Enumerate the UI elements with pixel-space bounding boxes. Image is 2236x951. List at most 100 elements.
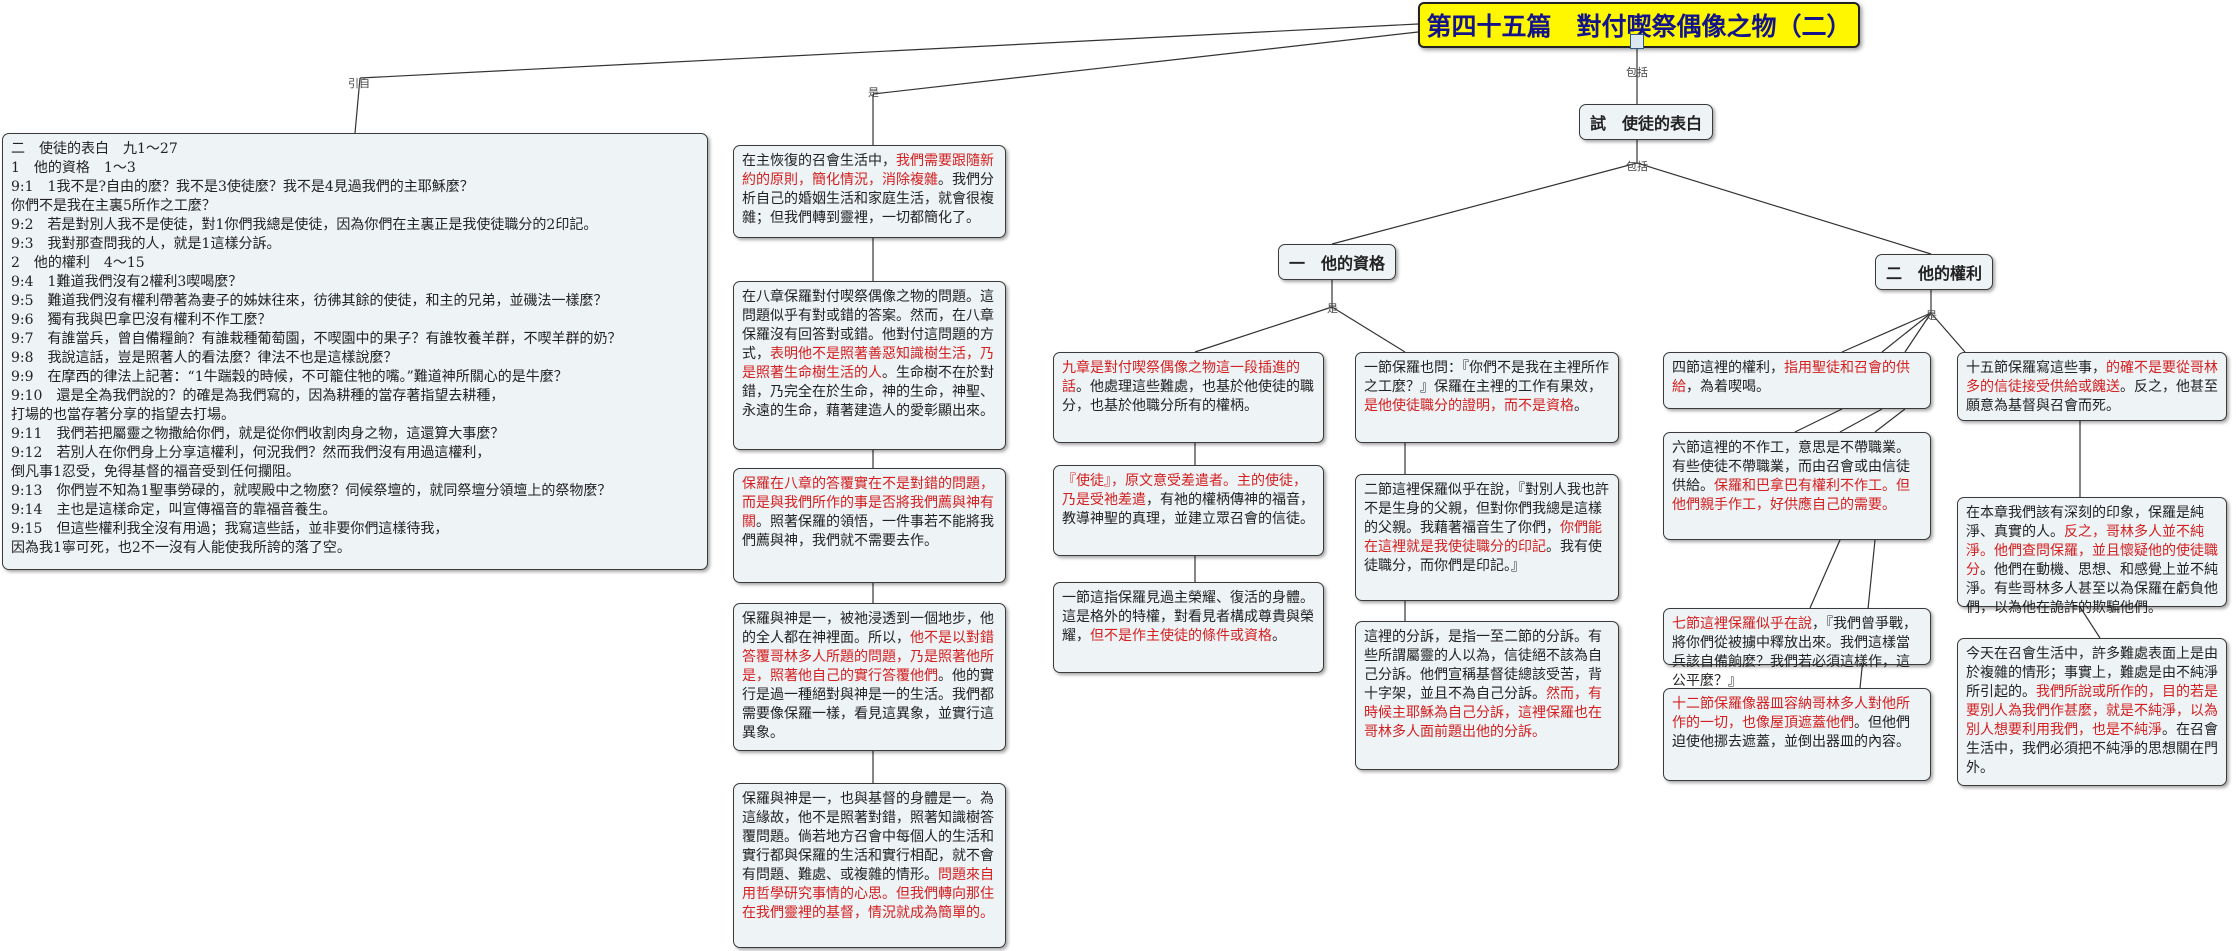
note-seal-of-apostleship[interactable]: 二節這裡保羅似乎在說，『對別人我也許不是生身的父親，但對你們我總是這樣的父親。我… — [1355, 474, 1619, 601]
verse-line: 9:3 我對那查問我的人，就是1這樣分訴。 — [11, 236, 281, 252]
section-rights[interactable]: 二 他的權利 — [1875, 254, 1994, 290]
note-text: 。照著保羅的領悟，一件事若不能將我們薦與神，我們就不需要去作。 — [742, 514, 994, 549]
note-text: 表明他不是照著善惡知識樹生活，乃是照著生命樹生活的人 — [742, 346, 994, 381]
verse-line: 9:2 若是對別人我不是使徒，對1你們我總是使徒，因為你們在主裏正是我使徒職分的… — [11, 217, 598, 233]
note-text: 六節這裡的不作工，意思是不帶職業。有些使徒不帶職業，而由召會或由信徒供給。 — [1672, 440, 1910, 494]
verse-line: 9:4 1難道我們沒有2權利3喫喝麼？ — [11, 274, 243, 290]
note-text: 在主恢復的召會生活中， — [742, 153, 896, 169]
note-text: 。他的實行是過一種絕對與神是一的生活。我們都需要像保羅一樣，看見這異象，並實行這… — [742, 668, 994, 741]
verse-line: 9:6 獨有我與巴拿巴沒有權利不作工麼？ — [11, 312, 272, 328]
note-pure-person[interactable]: 在本章我們該有深刻的印象，保羅是純淨、真實的人。反之，哥林多人並不純淨。他們查問… — [1957, 497, 2227, 616]
note-text: 保羅與神是一，也與基督的身體是一。為這緣故，他不是照著對錯，照著知識樹答覆問題。… — [742, 791, 994, 883]
note-text: 。 — [1272, 628, 1286, 644]
note-text: 今天在召會生活中，許多難處表面上是由於複雜的情形；事實上，難處是由不純淨所引起的… — [1966, 646, 2218, 700]
note-text: 『使徒』，原文意受差遣者。主的使徒，乃是受祂差遣 — [1062, 473, 1307, 508]
note-text: 指用聖徒和召會的供給 — [1672, 360, 1910, 395]
attachment-icon[interactable] — [1630, 34, 1644, 49]
note-text: 我們所說或所作的，目的若是要別人為我們作甚麼，就是不純淨，以為別人想要利用我們，… — [1966, 684, 2218, 738]
verse-line: 9:7 有誰當兵，曾自備糧餉？有誰栽種葡萄園，不喫園中的果子？有誰牧養羊群，不喫… — [11, 331, 622, 347]
note-text: 四節這裡的權利， — [1672, 360, 1784, 376]
section-qualification[interactable]: 一 他的資格 — [1278, 244, 1397, 280]
note-text: 。我有使徒職分，而你們是印記。』 — [1364, 539, 1602, 574]
note-text: 你們能在這裡就是我使徒職分的印記 — [1364, 520, 1602, 555]
note-text: 。他們在動機、思想、和感覺上並不純淨。有些哥林多人甚至以為保羅在虧負他們，以為他… — [1966, 562, 2218, 616]
verse-line: 9:10 還是全為我們說的？的確是為我們寫的，因為耕種的當存著指望去耕種， — [11, 388, 505, 404]
link-label-is-3: 是 — [1926, 309, 1937, 322]
note-chapter-nine[interactable]: 九章是對付喫祭偶像之物這一段插進的話。他處理這些難處，也基於他使徒的職分，也基於… — [1053, 352, 1324, 443]
verse-line: 9:8 我說這話，豈是照著人的看法麼？律法不也是這樣說麼？ — [11, 350, 398, 366]
verse-line: 你們不是我在主裏5所作之工麼？ — [11, 198, 216, 214]
note-text: 。在召會生活中，我們必須把不純淨的思想關在門外。 — [1966, 722, 2218, 776]
link-label-includes-2: 包括 — [1626, 160, 1648, 173]
note-text: 十二節保羅像器皿容納哥林多人對他所作的一切，也像屋頂遮蓋他們 — [1672, 696, 1910, 731]
verse-line: 9:12 若別人在你們身上分享這權利，何況我們？然而我們沒有用過這權利， — [11, 445, 491, 461]
note-text: 反之，哥林多人並不純淨。他們查問保羅，並且懷疑他的使徒職分 — [1966, 524, 2218, 578]
verse-reference-box[interactable]: 二 使徒的表白 九1～27 1 他的資格 1～3 9:1 1我不是?自由的麼？我不是… — [2, 133, 708, 570]
verse-line: 因為我1寧可死，也2不一沒有人能使我所誇的落了空。 — [11, 540, 351, 556]
note-text: 這裡的分訴，是指一至二節的分訴。有些所謂屬靈的人以為，信徒絕不該為自己分訴。他們… — [1364, 629, 1602, 702]
note-not-receive-support[interactable]: 十五節保羅寫這些事，的確不是要從哥林多的信徒接受供給或餽送。反之，他甚至願意為基… — [1957, 352, 2227, 421]
note-one-with-god[interactable]: 保羅與神是一，被祂浸透到一個地步，他的全人都在神裡面。所以，他不是以對錯答覆哥林… — [733, 603, 1006, 751]
note-text: 是他使徒職分的證明，而不是資格 — [1364, 398, 1574, 414]
verse-line: 二 使徒的表白 九1～27 — [11, 141, 178, 157]
note-simplify-principle[interactable]: 在主恢復的召會生活中，我們需要跟隨新約的原則，簡化情況，消除複雜。我們分析自己的… — [733, 145, 1006, 238]
note-text: 。但他們迫使他挪去遮蓋，並倒出器皿的內容。 — [1672, 715, 1910, 750]
note-text: 。反之，他甚至願意為基督與召會而死。 — [1966, 379, 2218, 414]
note-vessel-and-roof[interactable]: 十二節保羅像器皿容納哥林多人對他所作的一切，也像屋頂遮蓋他們。但他們迫使他挪去遮… — [1663, 688, 1931, 781]
note-tree-of-life[interactable]: 在八章保羅對付喫祭偶像之物的問題。這問題似乎有對或錯的答案。然而，在八章保羅沒有… — [733, 281, 1006, 450]
note-text: 二節這裡保羅似乎在說，『對別人我也許不是生身的父親，但對你們我總是這樣的父親。我… — [1364, 482, 1609, 536]
verse-line: 1 他的資格 1～3 — [11, 160, 136, 176]
note-text: ，『我們曾爭戰，將你們從被擄中釋放出來。我們這樣當兵該自備餉麼？我們若必須這樣作… — [1672, 616, 1917, 689]
note-text: 七節這裡保羅似乎在說 — [1672, 616, 1812, 632]
note-text: ，為着喫喝。 — [1686, 379, 1770, 395]
note-apostle-meaning[interactable]: 『使徒』，原文意受差遣者。主的使徒，乃是受祂差遣，有祂的權柄傳神的福音，教導神聖… — [1053, 465, 1324, 556]
note-text: 九章是對付喫祭偶像之物這一段插進的話 — [1062, 360, 1300, 395]
note-text: 保羅與神是一，被祂浸透到一個地步，他的全人都在神裡面。所以， — [742, 611, 994, 646]
note-text: ，有祂的權柄傳神的福音，教導神聖的真理，並建立眾召會的信徒。 — [1062, 492, 1314, 527]
note-right-to-eat[interactable]: 四節這裡的權利，指用聖徒和召會的供給，為着喫喝。 — [1663, 352, 1931, 409]
mindmap-root-title[interactable]: 第四十五篇 對付喫祭偶像之物（二） — [1418, 2, 1860, 48]
note-text: 。生命樹不在於對錯，乃完全在於生命，神的生命，神聖、永遠的生命，藉著建造人的愛彰… — [742, 365, 994, 419]
verse-line: 9:15 但這些權利我全沒有用過；我寫這些話，並非要你們這樣待我， — [11, 521, 449, 537]
note-commend-to-god[interactable]: 保羅在八章的答覆實在不是對錯的問題，而是與我們所作的事是否將我們薦與神有關。照著… — [733, 468, 1006, 583]
verse-line: 9:5 難道我們沒有權利帶著為妻子的姊妹往來，彷彿其餘的使徒，和主的兄弟，並磯法… — [11, 293, 608, 309]
note-impurity[interactable]: 今天在召會生活中，許多難處表面上是由於複雜的情形；事實上，難處是由不純淨所引起的… — [1957, 638, 2227, 786]
note-seen-the-lord[interactable]: 一節這指保羅見過主榮耀、復活的身體。這是格外的特權，對看見者構成尊貴與榮耀，但不… — [1053, 582, 1324, 673]
verse-line: 倒凡事1忍受，免得基督的福音受到任何攔阻。 — [11, 464, 300, 480]
verse-line: 9:1 1我不是?自由的麼？我不是3使徒麼？我不是4見過我們的主耶穌麼？ — [11, 179, 474, 195]
note-text: 一節這指保羅見過主榮耀、復活的身體。這是格外的特權，對看見者構成尊貴與榮耀， — [1062, 590, 1314, 644]
note-text: 他不是以對錯答覆哥林多人所題的問題，乃是照著他所是，照著他自己的實行答覆他們 — [742, 630, 994, 684]
note-not-working[interactable]: 六節這裡的不作工，意思是不帶職業。有些使徒不帶職業，而由召會或由信徒供給。保羅和… — [1663, 432, 1931, 540]
note-text: 。他處理這些難處，也基於他使徒的職分，也基於他職分所有的權柄。 — [1062, 379, 1314, 414]
verse-line: 2 他的權利 4～15 — [11, 255, 145, 271]
note-text: 在八章保羅對付喫祭偶像之物的問題。這問題似乎有對或錯的答案。然而，在八章保羅沒有… — [742, 289, 994, 362]
verse-line: 9:9 在摩西的律法上記著：“1牛踹穀的時候，不可籠住牠的嘴。”難道神所關心的是… — [11, 369, 568, 385]
section-apostle-statement[interactable]: 試 使徒的表白 — [1579, 104, 1714, 140]
link-label-includes: 包括 — [1626, 66, 1648, 79]
note-text: 保羅在八章的答覆實在不是對錯的問題，而是與我們所作的事是否將我們薦與神有關 — [742, 476, 994, 530]
note-one-with-body[interactable]: 保羅與神是一，也與基督的身體是一。為這緣故，他不是照著對錯，照著知識樹答覆問題。… — [733, 783, 1006, 948]
note-work-in-lord[interactable]: 一節保羅也問：『你們不是我在主裡所作之工麼？』保羅在主裡的工作有果效， 是他使徒職… — [1355, 352, 1619, 443]
verse-line: 9:14 主也是這樣命定，叫宣傳福音的靠福音養生。 — [11, 502, 337, 518]
link-label-is: 是 — [868, 86, 879, 99]
note-text: 問題來自用哲學研究事情的心思。但我們轉向那住在我們靈裡的基督，情況就成為簡單的。 — [742, 867, 994, 921]
note-text: 。 — [1574, 398, 1588, 414]
note-text: 然而，有時候主耶穌為自己分訴，這裡保羅也在哥林多人面前題出他的分訴。 — [1364, 686, 1602, 740]
note-text: 。我們分析自己的婚姻生活和家庭生活，就會很複雜；但我們轉到靈裡，一切都簡化了。 — [742, 172, 994, 226]
verse-line: 打場的也當存著分享的指望去打場。 — [11, 407, 235, 423]
link-label-quote: 引自 — [348, 77, 370, 90]
note-text: 一節保羅也問：『你們不是我在主裡所作之工麼？』保羅在主裡的工作有果效， — [1364, 360, 1609, 395]
verse-line: 9:11 我們若把屬靈之物撒給你們，就是從你們收割肉身之物，這還算大事麼？ — [11, 426, 505, 442]
note-defense[interactable]: 這裡的分訴，是指一至二節的分訴。有些所謂屬靈的人以為，信徒絕不該為自己分訴。他們… — [1355, 621, 1619, 770]
note-text: 但不是作主使徒的條件或資格 — [1090, 628, 1272, 644]
link-label-is-2: 是 — [1327, 302, 1338, 315]
note-text: 我們需要跟隨新約的原則，簡化情況，消除複雜 — [742, 153, 994, 188]
note-text: 的確不是要從哥林多的信徒接受供給或餽送 — [1966, 360, 2218, 395]
verse-line: 9:13 你們豈不知為1聖事勞碌的，就喫殿中之物麼？伺候祭壇的，就同祭壇分領壇上… — [11, 483, 612, 499]
note-text: 十五節保羅寫這些事， — [1966, 360, 2106, 376]
note-text: 保羅和巴拿巴有權利不作工。但他們親手作工，好供應自己的需要。 — [1672, 478, 1910, 513]
verse-list: 二 使徒的表白 九1～27 1 他的資格 1～3 9:1 1我不是?自由的麼？我不是… — [11, 140, 699, 558]
note-soldier[interactable]: 七節這裡保羅似乎在說，『我們曾爭戰，將你們從被擄中釋放出來。我們這樣當兵該自備餉… — [1663, 608, 1931, 689]
note-text: 在本章我們該有深刻的印象，保羅是純淨、真實的人。 — [1966, 505, 2204, 540]
